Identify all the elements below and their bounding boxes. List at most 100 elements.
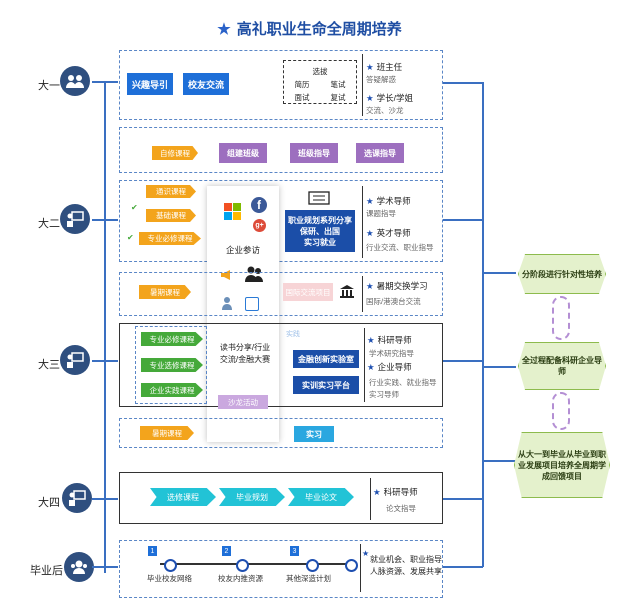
step-number: 1: [148, 546, 157, 556]
intl-exchange-button[interactable]: 国际交流项目: [283, 283, 333, 301]
skill-resume: 简历: [294, 80, 310, 89]
page-title: ★高礼职业生命全周期培养: [217, 21, 402, 38]
hex-mentor-throughout: 全过程配备科研企业导师: [518, 342, 606, 390]
self-study-course-tag: 自修课程: [152, 146, 198, 160]
connector: [92, 566, 118, 568]
training-platform-button[interactable]: 实训实习平台: [293, 376, 359, 394]
year2-panel: [119, 180, 443, 262]
year3-summer-panel: [119, 418, 443, 448]
company-visit-label: 企业参访: [226, 245, 261, 255]
star-icon: ★: [366, 281, 374, 291]
teacher-icon: [60, 345, 90, 375]
alumni-exchange-button[interactable]: 校友交流: [183, 73, 229, 95]
internship-button[interactable]: 实习: [294, 426, 334, 442]
teacher-icon: [60, 204, 90, 234]
feedback-line: [443, 360, 483, 362]
check-icon: ✔: [127, 233, 134, 242]
star-icon: ★: [367, 335, 375, 345]
divider: [370, 478, 371, 520]
facebook-icon: f: [251, 197, 267, 213]
hex-connector: [482, 460, 516, 462]
hex-connector: [482, 272, 516, 274]
year-label-2: 大二: [38, 218, 60, 230]
mentor-intern-desc: 实习导师: [369, 390, 399, 399]
skill-retest: 复试: [330, 93, 346, 102]
mentor-talent: ★英才导师: [366, 228, 411, 238]
step-number: 3: [290, 546, 299, 556]
star-icon: ★: [366, 196, 374, 206]
feedback-line: [443, 219, 483, 221]
graduates-icon: [64, 552, 94, 582]
form-class-button[interactable]: 组建班级: [219, 143, 267, 163]
graduation-plan-step: 毕业规划: [219, 488, 285, 506]
connector: [92, 81, 118, 83]
career-sharing-block[interactable]: 职业规划系列分享 保研、出国 实习就业: [285, 210, 355, 252]
practice-label: 实践: [286, 331, 300, 338]
students-icon: [60, 66, 90, 96]
year3-course-group: [135, 326, 207, 404]
hex-stage-training: 分阶段进行针对性培养: [518, 254, 606, 294]
divider: [364, 328, 365, 402]
salon-button[interactable]: 沙龙活动: [218, 395, 268, 409]
year-label-1: 大一: [38, 80, 60, 92]
connector: [92, 219, 118, 221]
selection-box: 选拔 简历 笔试 面试 复试: [283, 60, 357, 104]
interest-guide-button[interactable]: 兴趣导引: [127, 73, 173, 95]
enterprise-practice-tag: 企业实践课程: [141, 383, 203, 397]
year1-panel: [119, 50, 443, 120]
windows-icon: [224, 203, 242, 226]
skill-interview: 面试: [294, 93, 310, 102]
mentor-academic: ★学术导师: [366, 196, 411, 206]
link-connector: [552, 392, 570, 430]
mentor-talent-desc: 行业交流、职业指导: [366, 243, 434, 252]
tablet-icon: [245, 297, 259, 311]
feedback-line: [443, 82, 483, 84]
connector: [92, 360, 118, 362]
star-icon: ★: [367, 362, 375, 372]
year4-panel: [119, 472, 443, 524]
reading-share-label: 读书分享/行业 交流/金融大赛: [219, 343, 271, 364]
star-icon: ★: [373, 487, 381, 497]
mentor-enterprise: ★企业导师: [367, 362, 412, 372]
summer-exchange-desc: 国际/港澳台交流: [366, 297, 421, 306]
timeline-line: [104, 83, 106, 573]
career-opportunities: 就业机会、职业指导: [370, 555, 442, 564]
major-required-tag: 专业必修课程: [141, 332, 203, 346]
hex-connector: [482, 366, 516, 368]
star-icon: ★: [366, 228, 374, 238]
star-icon: ★: [362, 549, 370, 558]
year-label-after: 毕业后: [30, 565, 63, 577]
teacher-icon: [62, 483, 92, 513]
thesis-step: 毕业论文: [288, 488, 354, 506]
alumni-network-label: 毕业校友网络: [147, 574, 192, 583]
progress-line: [160, 563, 354, 565]
star-icon: ★: [366, 62, 374, 72]
feedback-vertical-line: [482, 82, 484, 567]
hex-full-cycle: 从大一到毕业从毕业到职业发展项目培养全周期学成回馈项目: [514, 432, 610, 498]
further-study-label: 其他深造计划: [286, 574, 331, 583]
step-node: [345, 559, 358, 572]
year-label-3: 大三: [38, 359, 60, 371]
course-selection-button[interactable]: 选课指导: [356, 143, 404, 163]
step-number: 2: [222, 546, 231, 556]
divider: [362, 186, 363, 258]
step-node: [306, 559, 319, 572]
summer-exchange: ★暑期交换学习: [366, 281, 428, 291]
basic-course-tag: 基础课程: [146, 209, 196, 222]
summer-course-tag: 暑期课程: [139, 285, 191, 299]
major-elective-tag: 专业选修课程: [141, 358, 203, 372]
required-course-tag: 专业必修课程: [139, 232, 201, 245]
mentor-research: ★科研导师: [367, 335, 412, 345]
mentor-research-desc: 学术研究指导: [369, 349, 414, 358]
person-icon: [221, 296, 233, 315]
alumni-referral-label: 校友内推资源: [218, 574, 263, 583]
mentor-class-teacher-desc: 答疑解惑: [366, 75, 396, 84]
year-label-4: 大四: [38, 497, 60, 509]
class-guidance-button[interactable]: 班级指导: [290, 143, 338, 163]
year2-top-panel: [119, 127, 443, 173]
finance-lab-button[interactable]: 金融创新实验室: [293, 350, 359, 368]
star-icon: ★: [217, 21, 231, 38]
elective-course-step: 选修课程: [150, 488, 216, 506]
after-graduation-panel: [119, 540, 443, 598]
year3-panel: [119, 323, 443, 407]
